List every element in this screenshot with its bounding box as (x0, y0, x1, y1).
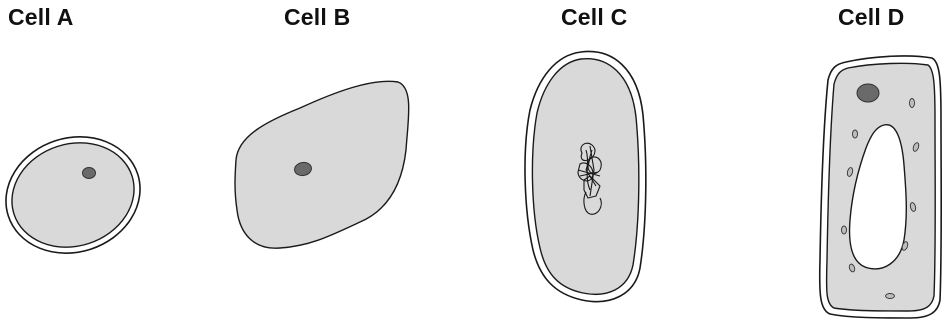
cell-c (525, 52, 646, 302)
cell-a-nucleus (83, 168, 96, 179)
cell-d-nucleus (857, 84, 879, 102)
cell-a (0, 120, 155, 270)
cell-d (820, 56, 942, 318)
cell-b-cytoplasm (235, 81, 409, 248)
cell-a-cytoplasm (0, 127, 148, 262)
cell-b (235, 81, 409, 248)
cell-c-cytoplasm (532, 59, 638, 295)
